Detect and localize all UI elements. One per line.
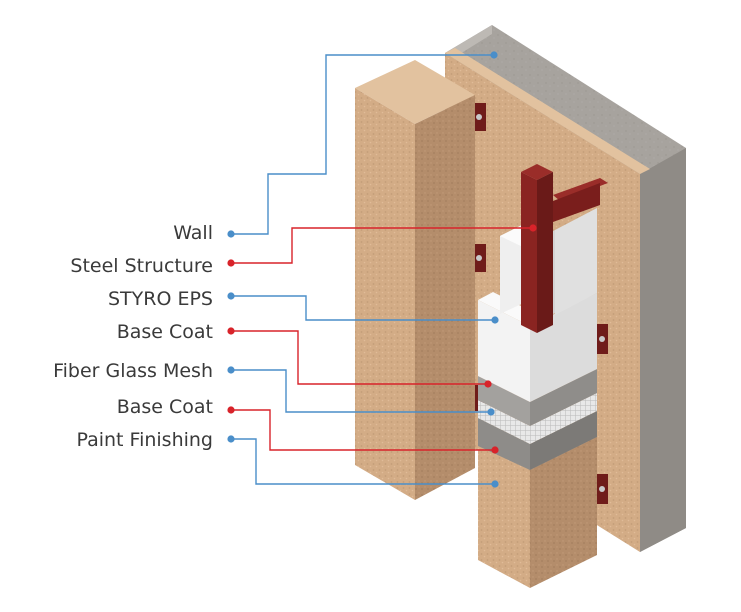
label-styro-eps: STYRO EPS <box>108 288 213 310</box>
label-base-coat-1: Base Coat <box>116 321 213 343</box>
leader-start-dot-styro-eps <box>227 292 235 300</box>
leader-line-base-coat-2 <box>231 409 495 451</box>
leader-end-dot-fiber-glass-mesh <box>487 408 495 416</box>
steel-structure-post <box>521 164 608 333</box>
label-steel-structure: Steel Structure <box>70 255 213 277</box>
leader-line-base-coat-1 <box>231 330 488 385</box>
leader-end-dot-base-coat-1 <box>484 380 492 388</box>
leader-line-styro-eps <box>231 295 495 321</box>
leader-end-dot-styro-eps <box>491 316 499 324</box>
leader-start-dot-steel-structure <box>227 259 235 267</box>
label-paint-finishing: Paint Finishing <box>76 429 213 451</box>
leader-line-wall <box>231 54 494 235</box>
tall-pillar <box>355 60 475 500</box>
column-base-coat-lower <box>478 411 597 470</box>
label-wall: Wall <box>173 222 213 244</box>
leader-end-dot-base-coat-2 <box>491 446 499 454</box>
column-paint-finishing <box>478 437 597 588</box>
leader-start-dot-paint-finishing <box>227 435 235 443</box>
leader-start-dot-wall <box>227 230 235 238</box>
leader-start-dot-base-coat-2 <box>227 406 235 414</box>
leader-end-dot-steel-structure <box>529 224 537 232</box>
label-base-coat-2: Base Coat <box>116 396 213 418</box>
leader-line-fiber-glass-mesh <box>231 369 491 413</box>
leader-end-dot-wall <box>490 51 498 59</box>
column-base-coat-upper <box>478 369 597 426</box>
leader-start-dot-fiber-glass-mesh <box>227 366 235 374</box>
leader-line-paint-finishing <box>231 438 495 485</box>
label-fiber-glass-mesh: Fiber Glass Mesh <box>53 360 213 382</box>
leader-end-dot-paint-finishing <box>491 480 499 488</box>
leader-start-dot-base-coat-1 <box>227 327 235 335</box>
leader-line-steel-structure <box>231 227 533 264</box>
